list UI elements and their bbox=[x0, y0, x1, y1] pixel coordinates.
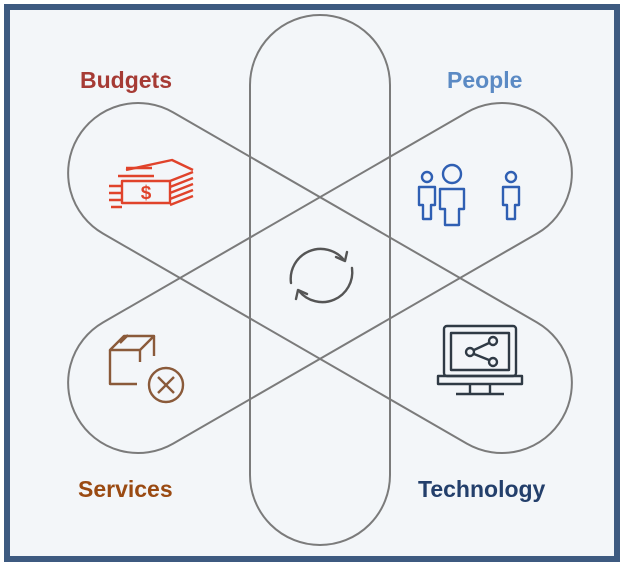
refresh-cycle-icon bbox=[289, 247, 354, 304]
petal-diagonal-people-services bbox=[67, 102, 573, 454]
petal-diagonal-budgets-technology bbox=[67, 102, 573, 454]
technology-label: Technology bbox=[418, 476, 546, 502]
people-group-icon bbox=[417, 163, 521, 227]
box-cancel-icon bbox=[108, 334, 185, 404]
services-label: Services bbox=[78, 476, 173, 502]
petal-vertical bbox=[249, 14, 391, 546]
diagram-frame bbox=[4, 4, 620, 562]
money-stack-icon: $ bbox=[109, 158, 194, 209]
svg-text:$: $ bbox=[141, 183, 152, 204]
laptop-share-icon bbox=[436, 324, 524, 396]
budgets-label: Budgets bbox=[80, 67, 172, 93]
people-label: People bbox=[447, 67, 523, 93]
